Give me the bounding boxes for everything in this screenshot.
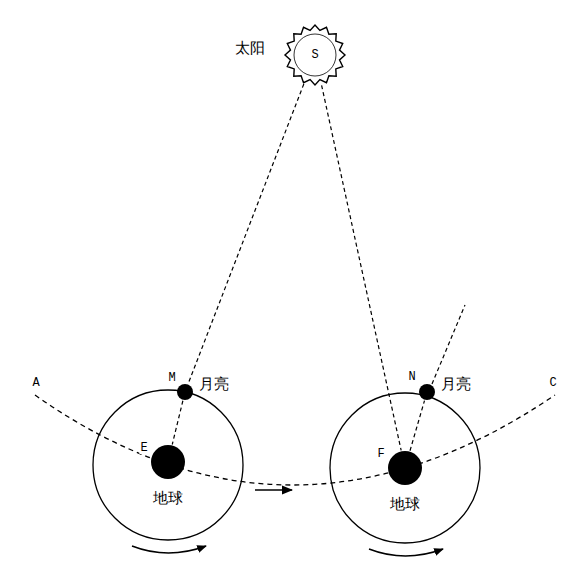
moon-shape — [177, 384, 193, 400]
moon-node: N月亮 — [419, 384, 435, 400]
sight-line — [410, 401, 424, 451]
sun-outline — [285, 25, 345, 85]
earth-orbit — [35, 395, 555, 485]
point-letter: F — [376, 448, 385, 460]
sun-node: 太阳S — [285, 25, 345, 85]
point-letter: M — [167, 372, 176, 384]
point-letter: S — [310, 49, 319, 61]
earth-node: E地球 — [151, 445, 185, 479]
moon-orbit — [330, 393, 480, 543]
sun-inner-ring — [294, 34, 336, 76]
orbit-end-letter: A — [31, 376, 40, 390]
earth-label: 地球 — [152, 491, 184, 506]
point-letter: E — [139, 442, 148, 454]
earth-label: 地球 — [389, 497, 421, 512]
earth-node: F地球 — [388, 451, 422, 485]
moon-label: 月亮 — [440, 377, 472, 392]
moon-shape — [419, 384, 435, 400]
earth-body — [388, 451, 422, 485]
sight-line — [322, 85, 402, 450]
earth-shape — [151, 445, 185, 479]
rotation-arrow — [369, 549, 443, 556]
moon-body — [177, 384, 193, 400]
sun-label: 太阳 — [234, 41, 266, 56]
orbit-end-letter: C — [548, 376, 557, 390]
earth-body — [151, 445, 185, 479]
moon-body — [419, 384, 435, 400]
earth-shape — [388, 451, 422, 485]
point-letter: N — [407, 371, 416, 383]
motion-arrow — [255, 489, 292, 491]
rotation-arrow — [132, 546, 206, 553]
sight-line — [172, 401, 183, 445]
sight-line-extension — [432, 305, 465, 384]
sight-line — [188, 84, 304, 384]
moon-orbit — [93, 390, 243, 540]
moon-label: 月亮 — [198, 377, 230, 392]
moon-node: M月亮 — [177, 384, 193, 400]
